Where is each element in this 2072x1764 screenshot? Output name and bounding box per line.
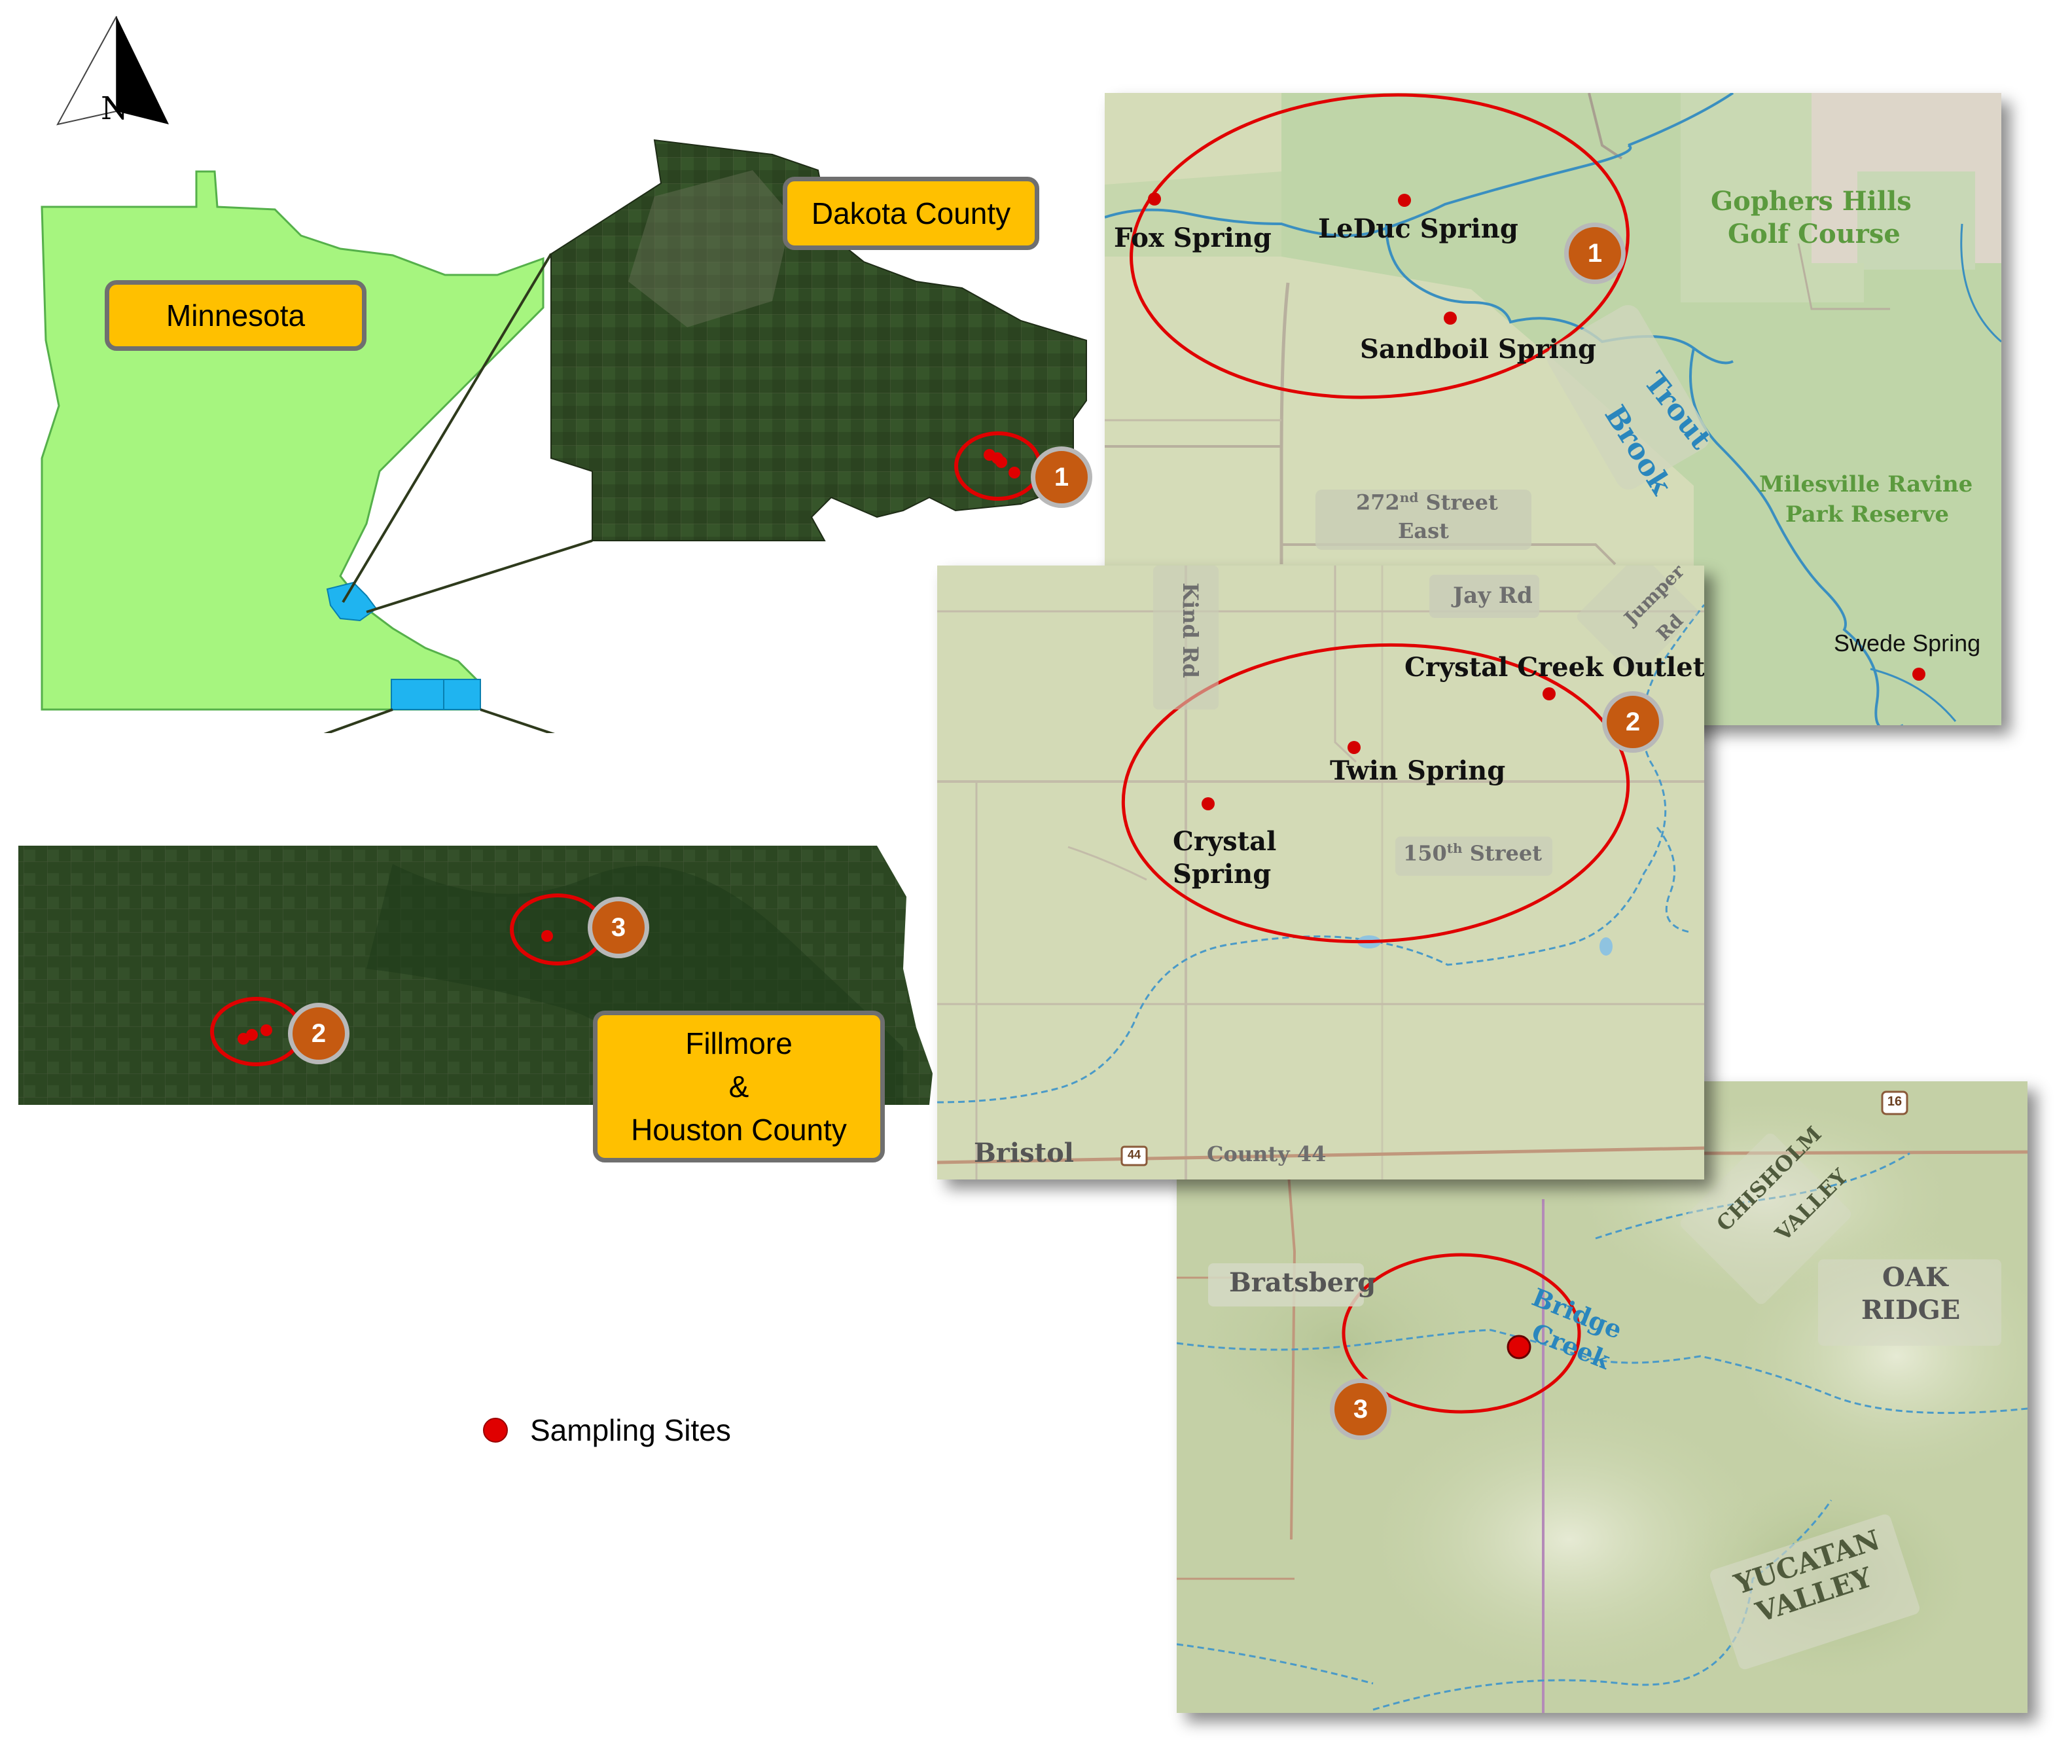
minnesota-callout-text: Minnesota: [166, 298, 306, 333]
crystal-spring-label: Spring: [1173, 859, 1272, 890]
site-marker: [1348, 741, 1361, 754]
site-marker: [995, 456, 1007, 468]
kind-rd-label: Kind Rd: [1177, 583, 1203, 678]
site-marker: [541, 930, 553, 942]
site-marker: [260, 1024, 272, 1036]
jay-rd-label: Jay Rd: [1453, 583, 1533, 609]
fillmore-callout-line1: Fillmore: [685, 1026, 793, 1060]
fillmore-connector-right: [480, 708, 555, 733]
150th-street-rest: Street: [1462, 840, 1542, 866]
272nd-street-number: 272: [1356, 490, 1400, 515]
legend: Sampling Sites: [483, 1407, 731, 1453]
detail-map-site-3: Bratsberg OAK RIDGE CHISHOLM VALLEY YUCA…: [1177, 1081, 2027, 1713]
gophers-hills-label: Gophers Hills: [1711, 186, 1912, 217]
fox-spring-label: Fox Spring: [1114, 223, 1272, 253]
sandboil-spring-label: Sandboil Spring: [1360, 334, 1596, 365]
272nd-street-rest: Street: [1418, 490, 1498, 515]
legend-label: Sampling Sites: [530, 1413, 731, 1447]
oak-label: OAK: [1882, 1262, 1948, 1293]
site-marker: [1507, 1335, 1531, 1359]
site-marker: [1444, 312, 1457, 325]
twin-spring-label: Twin Spring: [1330, 755, 1506, 786]
minnesota-callout: Minnesota: [105, 280, 366, 351]
detail-map-site-2: Crystal Creek Outlet Twin Spring Crystal…: [937, 566, 1704, 1179]
fillmore-callout-line3: Houston County: [631, 1113, 847, 1147]
county-44-label: County 44: [1207, 1142, 1327, 1166]
north-label: N: [101, 90, 128, 127]
bristol-label: Bristol: [974, 1138, 1074, 1168]
fillmore-callout-line2: &: [728, 1070, 749, 1104]
houston-county-highlight: [443, 679, 481, 710]
fillmore-county-highlight: [391, 679, 444, 710]
150th-street-label: 150th Street: [1403, 840, 1542, 866]
county-44-shield: 44: [1127, 1148, 1141, 1161]
site-marker: [1009, 467, 1020, 478]
150th-street-suffix: th: [1446, 840, 1463, 856]
leduc-spring-label: LeDuc Spring: [1318, 213, 1518, 244]
crystal-label: Crystal: [1173, 826, 1277, 857]
site-marker: [1398, 194, 1411, 207]
swede-spring-label: Swede Spring: [1834, 630, 1981, 657]
park-reserve-label: Park Reserve: [1785, 501, 1949, 528]
site-marker: [1202, 797, 1215, 810]
site-badge-1-overview: 1: [1031, 446, 1092, 508]
site-badge-1-detail: 1: [1564, 223, 1626, 284]
crystal-creek-outlet-label: Crystal Creek Outlet: [1404, 652, 1704, 683]
dakota-county-highlight: [326, 581, 378, 622]
dakota-connector-upper: [342, 253, 552, 603]
site-marker: [1543, 687, 1556, 700]
dakota-connector-lower: [366, 539, 593, 613]
site-marker: [1148, 192, 1161, 206]
site-badge-2-overview: 2: [288, 1003, 349, 1064]
north-arrow: N: [52, 13, 177, 131]
site-badge-3-detail: 3: [1330, 1378, 1391, 1440]
legend-marker: [483, 1418, 508, 1443]
ridge-label: RIDGE: [1861, 1295, 1961, 1325]
dakota-callout: Dakota County: [783, 177, 1039, 250]
site-badge-2-detail: 2: [1602, 691, 1664, 753]
east-label: East: [1398, 518, 1449, 543]
dakota-county-satellite: [550, 139, 1087, 541]
bratsberg-label: Bratsberg: [1229, 1267, 1376, 1298]
fillmore-connector-left: [323, 708, 393, 733]
site-badge-3-overview: 3: [588, 897, 649, 958]
milesville-ravine-label: Milesville Ravine: [1759, 471, 1973, 497]
272nd-street-label: 272nd Street: [1356, 490, 1498, 515]
272nd-street-suffix: nd: [1399, 490, 1419, 505]
site-marker: [1912, 668, 1925, 681]
site-marker: [246, 1029, 258, 1041]
dakota-callout-text: Dakota County: [811, 196, 1011, 230]
golf-course-label: Golf Course: [1728, 219, 1901, 249]
150th-street-number: 150: [1403, 840, 1447, 866]
highway-16-shield: 16: [1887, 1094, 1902, 1109]
fillmore-houston-callout: Fillmore & Houston County: [593, 1011, 885, 1162]
